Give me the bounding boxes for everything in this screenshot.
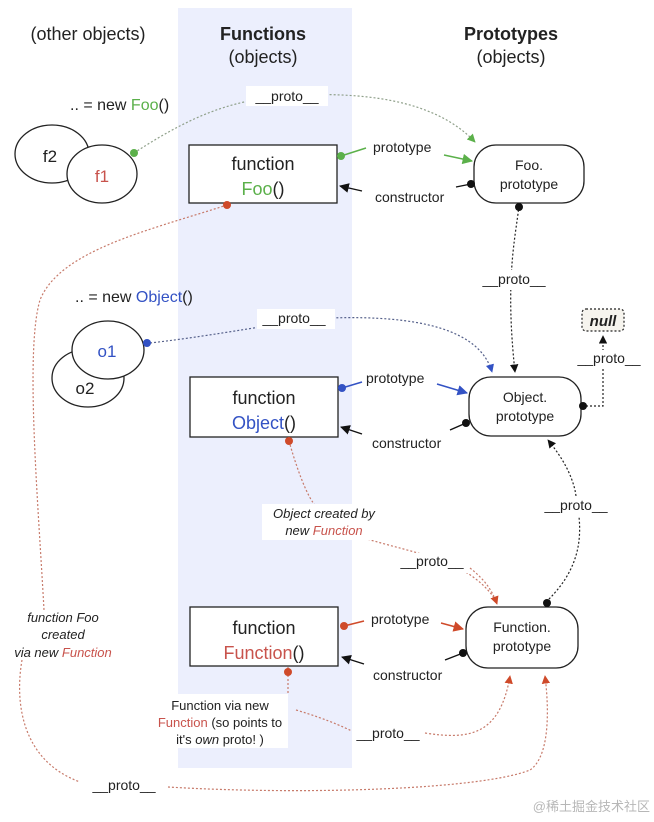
function-prototype-box [465, 606, 579, 669]
edge-function-constructor-line [444, 652, 464, 661]
function-foo-keyword: function [231, 154, 294, 174]
function-function-name: Function() [223, 643, 304, 663]
function-proto-dot [284, 668, 292, 676]
function-prototype-proto-label: __proto__ [543, 497, 607, 513]
f1-proto-dot [130, 149, 138, 157]
label-bg [396, 553, 468, 573]
label-bg [540, 496, 612, 516]
watermark: @稀土掘金技术社区 [533, 799, 650, 814]
edge-object-prototype-arrow [436, 383, 469, 396]
note-function-via-line3: it's own proto! ) [176, 732, 264, 747]
object-prototype-box [468, 376, 582, 437]
header-prototypes-title: Prototypes [464, 24, 558, 44]
note-bg [262, 504, 386, 540]
edge-function-prototype-arrow [440, 621, 465, 632]
header-functions-title: Functions [220, 24, 306, 44]
header-functions-subtitle: (objects) [228, 47, 297, 67]
function-prototype-line2: prototype [493, 638, 552, 654]
object-o2-label: o2 [76, 379, 95, 398]
function-prototype-proto-dot [543, 599, 551, 607]
edge-foo-prototype-proto [510, 205, 520, 373]
object-proto-dot [285, 437, 293, 445]
object-function-proto-label: __proto__ [399, 553, 463, 569]
edge-object-function-proto-head [469, 567, 499, 605]
function-prototype-line1: Function. [493, 619, 551, 635]
edge-foo-constructor-line [455, 183, 472, 188]
object-prototype-line1: Object. [503, 389, 547, 405]
header-other-objects: (other objects) [30, 24, 145, 44]
label-bg [478, 270, 550, 290]
edge-object-constructor-arrow [340, 425, 363, 435]
foo-proto-dot [223, 201, 231, 209]
label-bg [574, 350, 646, 368]
note-function-via-line2: Function (so points to [158, 715, 282, 730]
object-constructor-edge-label: constructor [372, 435, 442, 451]
object-f1-label: f1 [95, 167, 109, 186]
note-foo-created-line3: via new Function [14, 645, 112, 660]
function-prototype-dot [340, 622, 348, 630]
object-prototype-dot [338, 384, 346, 392]
o1-proto-dot [143, 339, 151, 347]
note-object-created-line2: new Function [285, 523, 362, 538]
null-box [581, 308, 625, 332]
label-bg [246, 86, 328, 106]
foo-prototype-proto-dot [515, 203, 523, 211]
note-foo-created-line2: created [41, 627, 85, 642]
object-o1 [71, 320, 145, 380]
foo-prototype-dot [337, 152, 345, 160]
label-bg [257, 309, 335, 329]
object-prototype-edge-label: prototype [366, 370, 425, 386]
foo-constructor-edge-label: constructor [375, 189, 445, 205]
label-bg [88, 776, 162, 796]
object-prototype-line2: prototype [496, 408, 555, 424]
foo-prototype-edge-label: prototype [373, 139, 432, 155]
edge-object-prototype-proto-null [582, 335, 608, 407]
function-object-name: Object() [232, 413, 296, 433]
note-function-via-line1: Function via new [171, 698, 269, 713]
function-object-box [189, 376, 339, 438]
note-foo-created-line1: function Foo [27, 610, 99, 625]
edge-function-constructor-arrow [341, 655, 365, 665]
edge-foo-prototype-line-a [340, 147, 367, 157]
object-f2-label: f2 [43, 147, 57, 166]
function-constructor-edge-label: constructor [373, 667, 443, 683]
object-prototype-proto-label: __proto__ [576, 350, 640, 366]
foo-function-proto-label: __proto__ [91, 777, 155, 793]
header-prototypes-subtitle: (objects) [476, 47, 545, 67]
function-function-proto-label: __proto__ [355, 725, 419, 741]
object-o1-label: o1 [98, 342, 117, 361]
label-bg [352, 725, 424, 745]
edge-foo-prototype-arrow [443, 153, 474, 165]
object-prototype-proto-dot [579, 402, 587, 410]
function-foo-name: Foo() [241, 179, 284, 199]
function-function-box [189, 606, 339, 667]
note-object-created-line1: Object created by [273, 506, 376, 521]
function-foo-box [188, 144, 338, 204]
null-label: null [590, 313, 617, 330]
foo-prototype-line2: prototype [500, 176, 559, 192]
edge-object-constructor-line [449, 422, 467, 431]
function-object-keyword: function [232, 388, 295, 408]
f1-proto-label: __proto__ [254, 88, 318, 104]
edge-function-prototype-proto [545, 439, 581, 603]
foo-prototype-proto-label: __proto__ [481, 271, 545, 287]
foo-instances-label: .. = new Foo() [70, 97, 169, 114]
foo-prototype-box [473, 144, 585, 204]
edge-f1-proto [133, 94, 476, 154]
o1-proto-label: __proto__ [261, 310, 325, 326]
edge-foo-constructor-arrow [339, 183, 363, 193]
object-f1 [66, 144, 138, 204]
foo-prototype-line1: Foo. [515, 157, 543, 173]
function-prototype-edge-label: prototype [371, 611, 430, 627]
note-bg [152, 694, 288, 748]
function-function-keyword: function [232, 618, 295, 638]
edge-foo-function-proto [18, 204, 548, 792]
object-instances-label: .. = new Object() [75, 289, 193, 306]
